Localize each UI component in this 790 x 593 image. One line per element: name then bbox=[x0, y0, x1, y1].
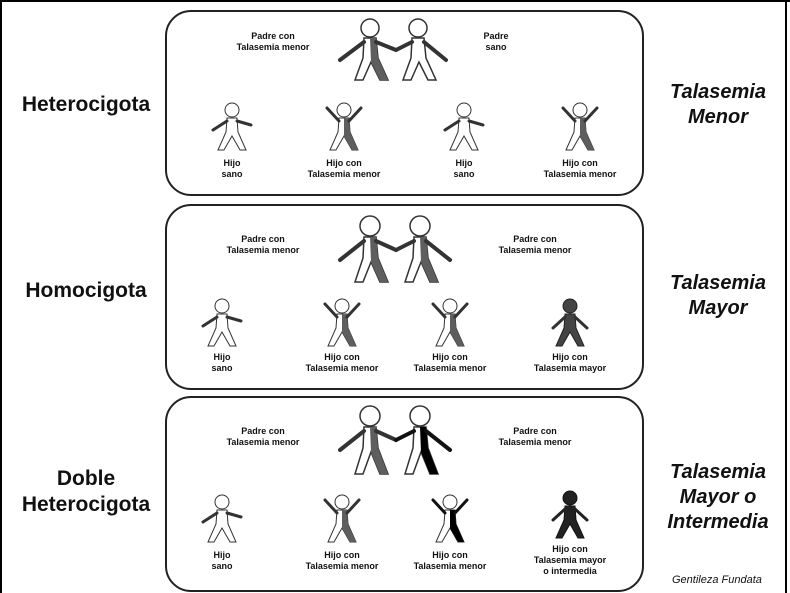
child-label: Hijo sano bbox=[221, 158, 243, 179]
child-label: Hijo sano bbox=[211, 352, 233, 373]
major-person-icon bbox=[551, 298, 589, 347]
child-label: Hijo con Talasemia menor bbox=[307, 158, 381, 179]
black-trait-person-icon bbox=[431, 494, 469, 543]
parent-label-left: Padre con Talasemia menor bbox=[236, 31, 310, 52]
trait-parent-icon bbox=[338, 18, 398, 81]
trait-person-icon bbox=[323, 494, 361, 543]
child-label: Hijo con Talasemia mayor bbox=[533, 352, 607, 373]
child-label: Hijo sano bbox=[211, 550, 233, 571]
parent-label-left: Padre con Talasemia menor bbox=[226, 234, 300, 255]
black-trait-parent-icon bbox=[394, 405, 452, 475]
parent-label-right: Padre con Talasemia menor bbox=[498, 426, 572, 447]
trait-person-icon bbox=[431, 298, 469, 347]
trait-person-icon bbox=[323, 298, 361, 347]
trait-person-icon bbox=[561, 102, 599, 151]
child-label: Hijo con Talasemia mayor o intermedia bbox=[533, 544, 607, 576]
left-border bbox=[0, 0, 2, 593]
outcome-label-talasemia-mayor: Talasemia Mayor bbox=[670, 272, 766, 319]
outcome-label-talasemia-menor: Talasemia Menor bbox=[670, 81, 766, 128]
panel-homocigota bbox=[165, 204, 644, 390]
trait-parent-icon bbox=[338, 405, 398, 475]
row-label-doble-heterocigota: Doble Heterocigota bbox=[21, 467, 151, 516]
child-label: Hijo con Talasemia menor bbox=[305, 352, 379, 373]
row-label-homocigota: Homocigota bbox=[25, 279, 147, 302]
parents-figure-row3 bbox=[338, 405, 452, 475]
major-person-icon bbox=[551, 490, 589, 539]
trait-parent-icon bbox=[338, 215, 398, 283]
parent-label-left: Padre con Talasemia menor bbox=[226, 426, 300, 447]
healthy-person-icon bbox=[211, 102, 253, 151]
child-label: Hijo con Talasemia menor bbox=[543, 158, 617, 179]
top-border bbox=[0, 0, 790, 2]
row-label-heterocigota: Heterocigota bbox=[21, 93, 151, 116]
outcome-label-talasemia-mayor-intermedia: Talasemia Mayor o Intermedia bbox=[667, 461, 769, 533]
credit-text: Gentileza Fundata bbox=[672, 574, 762, 586]
child-label: Hijo con Talasemia menor bbox=[413, 550, 487, 571]
parent-label-right: Padre sano bbox=[483, 31, 509, 52]
parents-figure-row1 bbox=[338, 18, 448, 81]
healthy-person-icon bbox=[201, 494, 243, 543]
child-label: Hijo con Talasemia menor bbox=[305, 550, 379, 571]
parents-figure-row2 bbox=[338, 215, 452, 283]
panel-heterocigota bbox=[165, 10, 644, 196]
trait-parent-icon bbox=[394, 215, 452, 283]
child-label: Hijo con Talasemia menor bbox=[413, 352, 487, 373]
trait-person-icon bbox=[325, 102, 363, 151]
healthy-person-icon bbox=[201, 298, 243, 347]
healthy-person-icon bbox=[443, 102, 485, 151]
healthy-parent-icon bbox=[394, 18, 448, 81]
child-label: Hijo sano bbox=[453, 158, 475, 179]
right-border bbox=[785, 0, 787, 593]
parent-label-right: Padre con Talasemia menor bbox=[498, 234, 572, 255]
